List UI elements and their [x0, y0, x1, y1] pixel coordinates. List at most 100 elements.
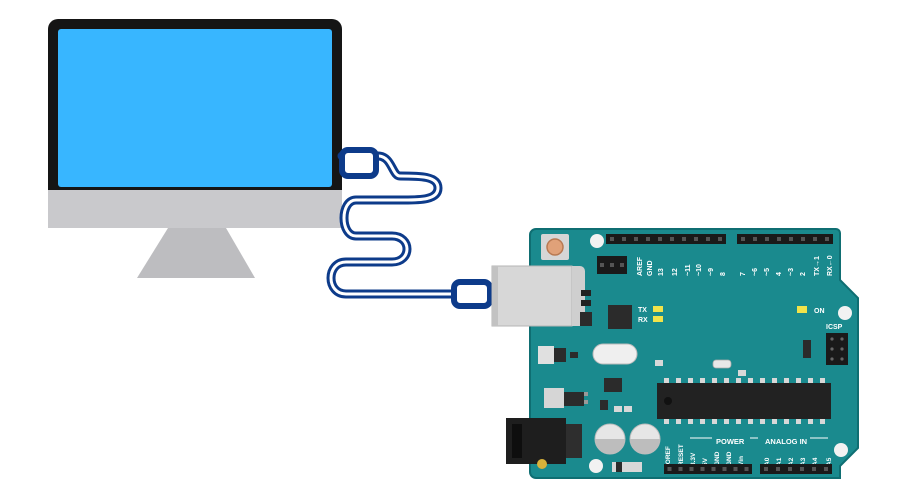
pin-label: 8	[720, 272, 727, 276]
crystal-small	[712, 359, 732, 369]
pin-label: ~11	[685, 264, 692, 276]
digital-pin-labels: AREF GND 13 12 ~11 ~10 ~9 8 7 ~6 ~5 4 ~3…	[637, 255, 834, 276]
header-pin	[825, 237, 829, 241]
pin-label: ~3	[788, 268, 795, 276]
chip-pin	[688, 378, 693, 383]
monitor-screen	[58, 29, 332, 187]
usb-connector	[491, 265, 585, 327]
icsp-label: ICSP	[826, 324, 843, 331]
monitor-chin-round	[48, 190, 342, 228]
header-pin	[744, 467, 749, 471]
digital-header	[606, 234, 833, 244]
capacitor	[594, 423, 626, 455]
cable-plug-board	[451, 279, 493, 309]
smd-component	[655, 360, 663, 366]
pin-label: TX→1	[814, 256, 821, 276]
smd-component	[581, 290, 591, 296]
pin-label: ~9	[708, 268, 715, 276]
chip-pin	[808, 378, 813, 383]
power-regulator	[544, 388, 588, 408]
pin-label: 7	[740, 272, 747, 276]
chip-pin	[772, 378, 777, 383]
header-pin	[634, 237, 638, 241]
chip-pin	[676, 378, 681, 383]
pin-label: 4	[776, 272, 783, 276]
pin-label: AREF	[637, 256, 644, 276]
header-pin	[694, 237, 698, 241]
on-label: ON	[814, 308, 825, 315]
header-pin	[753, 237, 757, 241]
smd-component	[580, 312, 592, 326]
pin-label: RX←0	[827, 255, 834, 276]
header-strip	[664, 464, 752, 474]
power-pin-label: GND	[714, 451, 721, 466]
header-pin	[646, 237, 650, 241]
analog-title: ANALOG IN	[765, 437, 807, 446]
monitor-icon	[48, 19, 342, 278]
header-pin	[610, 237, 614, 241]
header-pin	[600, 263, 604, 267]
chip-pin	[724, 378, 729, 383]
header-pin	[610, 263, 614, 267]
chip-pin	[820, 419, 825, 424]
header-pin	[722, 467, 727, 471]
header-pin	[667, 467, 672, 471]
header-pin	[689, 467, 694, 471]
mount-hole	[590, 234, 604, 248]
chip-pin	[664, 419, 669, 424]
analog-pin-label: A2	[788, 457, 795, 466]
rx-led	[653, 316, 663, 322]
header-pin	[678, 467, 683, 471]
chip-pin	[760, 378, 765, 383]
header-pin	[765, 237, 769, 241]
header-strip	[606, 234, 726, 244]
header-pin	[777, 237, 781, 241]
reset-button	[546, 238, 564, 256]
chip-pin	[736, 378, 741, 383]
pin-label: 2	[800, 272, 807, 276]
pin-label: 13	[658, 268, 665, 276]
icsp-header: ICSP	[826, 324, 848, 365]
power-title: POWER	[716, 437, 745, 446]
header-pin	[824, 467, 828, 471]
chip-pin	[688, 419, 693, 424]
header-pin	[776, 467, 780, 471]
chip-pin	[784, 378, 789, 383]
analog-header	[760, 464, 832, 474]
smd-component	[581, 300, 591, 306]
header-pin	[764, 467, 768, 471]
tx-rx-leds: TX RX	[638, 306, 663, 324]
analog-pin-label: A4	[812, 457, 819, 466]
voltage-regulator	[538, 346, 578, 364]
header-strip	[760, 464, 832, 474]
chip-pin	[712, 378, 717, 383]
analog-pin-label: A3	[800, 457, 807, 466]
analog-pin-label: A1	[776, 457, 783, 466]
chip-pin	[808, 419, 813, 424]
header-pin	[718, 237, 722, 241]
header-pin	[789, 237, 793, 241]
diode-band	[616, 462, 622, 472]
pin-label: ~6	[752, 268, 759, 276]
chip-pin	[796, 378, 801, 383]
chip-pin	[736, 419, 741, 424]
pin-label: 12	[672, 268, 679, 276]
chip-pin	[796, 419, 801, 424]
pin-label: ~10	[696, 264, 703, 276]
tx-led	[653, 306, 663, 312]
power-pin-label: 5V	[702, 457, 709, 466]
header-pin	[801, 237, 805, 241]
chip-pin	[748, 419, 753, 424]
header-pin	[658, 237, 662, 241]
pin-label: ~5	[764, 268, 771, 276]
cable-plug-monitor	[339, 147, 379, 179]
rx-label: RX	[638, 317, 648, 324]
power-pin-label: RESET	[678, 444, 685, 466]
chip-pin	[772, 419, 777, 424]
usb-interface-chip	[608, 305, 632, 329]
smd-component	[803, 340, 811, 358]
usb-cable-icon	[326, 147, 493, 309]
microcontroller-chip	[657, 378, 831, 424]
chip-pin	[724, 419, 729, 424]
